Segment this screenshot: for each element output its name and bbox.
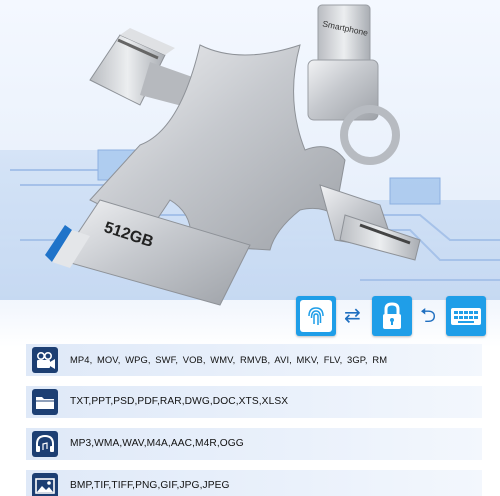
usb-a-connector bbox=[45, 199, 251, 306]
list-item-text: TXT,PPT,PSD,PDF,RAR,DWG,DOC,XTS,XLSX bbox=[70, 396, 289, 407]
swap-arrow-icon: ⇄ bbox=[344, 303, 361, 327]
keyboard-icon bbox=[446, 296, 486, 336]
security-badges: ⇄ ⮌ bbox=[296, 294, 488, 338]
fingerprint-icon bbox=[296, 296, 336, 336]
list-item-text: MP4, MOV, WPG, SWF, VOB, WMV, RMVB, AVI,… bbox=[70, 354, 388, 365]
list-item: BMP,TIF,TIFF,PNG,GIF,JPG,JPEG bbox=[26, 470, 482, 496]
folder-icon bbox=[32, 389, 58, 415]
list-item-text: BMP,TIF,TIFF,PNG,GIF,JPG,JPEG bbox=[70, 480, 230, 491]
list-item-text: MP3,WMA,WAV,M4A,AAC,M4R,OGG bbox=[70, 438, 244, 449]
lightning-connector bbox=[307, 4, 379, 121]
list-item: MP3,WMA,WAV,M4A,AAC,M4R,OGG bbox=[26, 428, 482, 460]
return-arrow-icon: ⮌ bbox=[420, 303, 437, 327]
padlock-icon bbox=[372, 296, 412, 336]
video-camera-icon bbox=[32, 347, 58, 373]
usb-drive-illustration: 512GB Smartphone bbox=[0, 4, 500, 306]
file-type-list: MP4, MOV, WPG, SWF, VOB, WMV, RMVB, AVI,… bbox=[26, 344, 482, 496]
drive-body bbox=[89, 44, 400, 251]
list-item: MP4, MOV, WPG, SWF, VOB, WMV, RMVB, AVI,… bbox=[26, 344, 482, 376]
list-item: TXT,PPT,PSD,PDF,RAR,DWG,DOC,XTS,XLSX bbox=[26, 386, 482, 418]
micro-usb-connector bbox=[319, 184, 421, 261]
usb-c-connector-top bbox=[89, 28, 215, 112]
image-icon bbox=[32, 473, 58, 496]
headphones-icon bbox=[32, 431, 58, 457]
